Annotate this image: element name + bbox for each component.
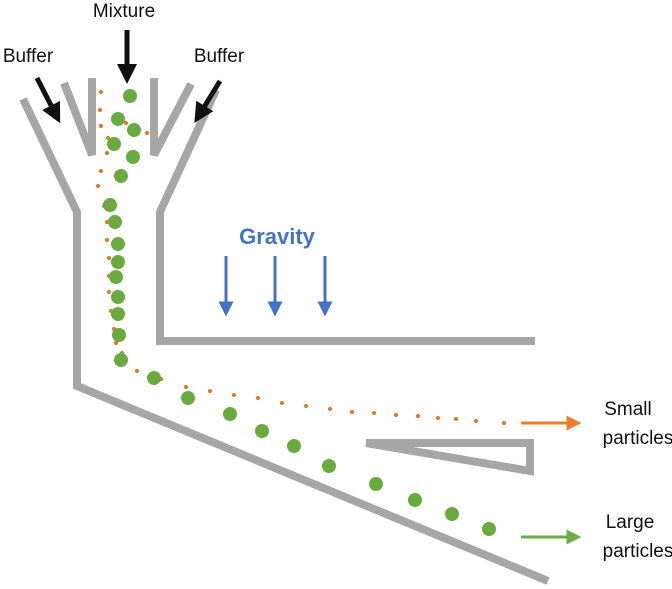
small-particle [113,340,119,346]
large-particle [482,522,496,536]
large-particle [322,459,336,473]
small-particle [371,410,377,416]
small-particle [105,135,111,141]
buffer-left-label: Buffer [3,46,54,67]
small-particle [303,403,309,409]
large-particle [255,424,269,438]
large-particle [111,112,125,126]
large-particle [114,169,128,183]
small-particles-label-line2: particles [603,428,672,449]
large-particle [287,439,301,453]
gravity-label: Gravity [239,224,316,249]
small-particle [98,123,104,129]
small-particle [95,183,101,189]
left-inlet-divider [60,78,96,157]
large-particle [181,391,195,405]
large-particle [108,215,122,229]
small-particle [393,412,399,418]
large-particle [111,290,125,304]
large-particle [369,477,383,491]
large-particle [445,507,459,521]
large-particle [111,237,125,251]
large-particle [103,198,117,212]
small-particles-label-line1: Small [604,399,652,420]
large-particle [111,255,125,269]
large-particle [127,123,141,137]
small-particle [207,388,213,394]
small-particle [106,289,112,295]
left-buffer-arrow-icon [34,76,61,124]
small-particle [144,130,150,136]
right-inlet-divider [150,78,195,157]
large-particle [123,89,137,103]
small-particle [183,384,189,390]
channel-outer-wall [19,97,550,585]
channel-inner-wall [156,88,535,345]
small-particle [104,219,110,225]
small-particle [415,413,421,419]
large-particle [408,493,422,507]
small-particle [279,400,285,406]
small-particle [123,120,129,126]
small-particle [98,168,104,174]
small-particle [104,150,110,156]
large-particle [223,407,237,421]
mixture-label: Mixture [93,1,155,22]
small-particle [104,237,110,243]
small-particle [97,107,103,113]
large-particle [147,371,161,385]
large-particle [109,270,123,284]
large-particle [111,307,125,321]
large-particle [112,328,126,342]
large-particle [114,353,128,367]
small-particle [453,416,459,422]
small-particle [473,418,479,424]
right-buffer-arrow-icon [194,79,223,123]
large-particles-label-line2: particles [603,541,672,562]
small-particle [106,255,112,261]
outlet-splitter [365,439,534,476]
small-particle [349,409,355,415]
large-particle-stream [103,89,496,536]
small-particle [501,420,507,426]
small-particle [231,392,237,398]
small-particle [435,415,441,421]
small-particle [98,89,104,95]
small-particle [327,406,333,412]
large-particle [126,150,140,164]
buffer-right-label: Buffer [194,46,245,67]
large-particle [107,137,121,151]
small-particle [134,368,140,374]
small-particle [255,395,261,401]
large-particles-label-line1: Large [606,512,655,533]
